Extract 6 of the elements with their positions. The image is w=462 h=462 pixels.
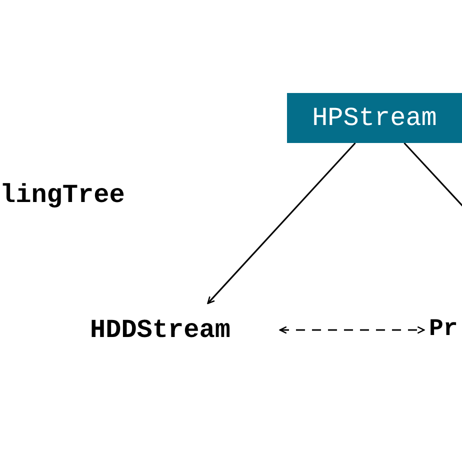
class-box: HPStream xyxy=(287,93,462,143)
arrow xyxy=(207,142,356,304)
class-name: HDDStream xyxy=(90,311,280,349)
class-name: lingTree xyxy=(0,176,160,214)
dashed-arrow xyxy=(279,326,425,334)
class-name: Pr xyxy=(429,311,462,349)
